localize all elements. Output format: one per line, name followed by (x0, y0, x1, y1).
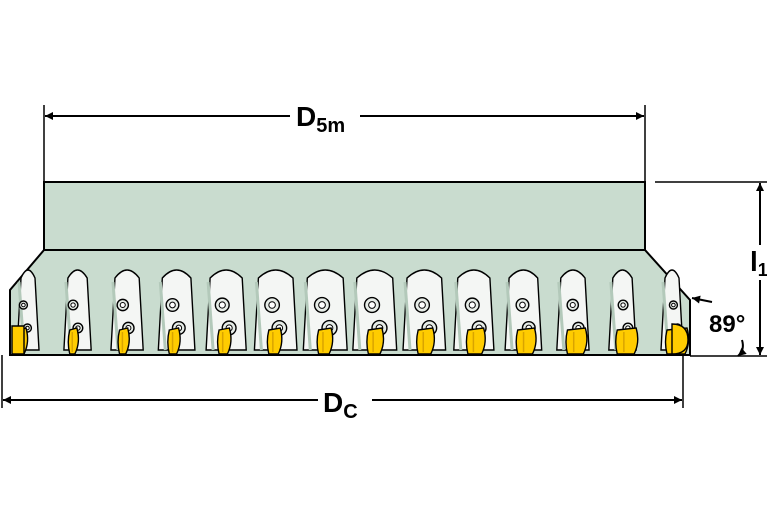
insert-pockets (11, 269, 690, 355)
dc-dimension: DC (1, 355, 684, 423)
screw-upper-head (418, 301, 426, 309)
screw-upper-head (368, 301, 376, 309)
cutting-insert (67, 327, 80, 355)
pocket-shade (557, 281, 566, 351)
angle-dimension: 89° (691, 295, 747, 357)
screw-upper-head (119, 301, 126, 309)
cutting-insert (216, 327, 232, 355)
pocket-shade (303, 281, 312, 351)
d5m-label: D5m (296, 101, 345, 137)
pocket-shade (206, 281, 215, 351)
cutting-insert (565, 327, 588, 355)
pocket-shade (454, 281, 463, 351)
d5m-dimension: D5m (43, 101, 646, 182)
screw-upper-head (671, 302, 676, 308)
dc-label: DC (323, 387, 358, 423)
pocket-shade (505, 281, 514, 351)
screw-upper-head (569, 301, 576, 309)
pocket-shade (403, 281, 412, 351)
cutting-insert (117, 327, 130, 355)
angle-label: 89° (709, 311, 745, 338)
cutting-insert (316, 327, 334, 355)
screw-upper-head (318, 301, 326, 309)
cutting-insert (167, 327, 181, 355)
screw-upper-head (519, 301, 526, 309)
angle-arrow-upper (691, 295, 713, 304)
cutting-insert (615, 327, 639, 355)
l1-dimension: l1 (655, 181, 767, 357)
screw-upper-head (218, 301, 226, 309)
cutting-insert (465, 327, 486, 355)
cutting-insert (266, 327, 283, 355)
screw-upper-head (21, 302, 26, 308)
angle-arc (737, 339, 747, 357)
pocket-shade (158, 281, 167, 351)
screw-upper-head (620, 302, 626, 308)
pocket-shade (111, 281, 120, 351)
screw-upper-head (268, 301, 276, 309)
pocket-shade (254, 281, 263, 351)
screw-upper-head (169, 301, 176, 309)
pocket-shade (353, 281, 362, 351)
cutting-insert (515, 327, 537, 355)
cutting-insert-edge-right (671, 323, 689, 355)
screw-upper-head (468, 301, 476, 309)
cutting-insert (415, 327, 436, 355)
cutting-insert-edge-left (11, 325, 25, 355)
screw-upper-head (70, 302, 76, 308)
pocket-shade (609, 281, 618, 351)
cutter-shank (43, 181, 646, 251)
cutting-insert (366, 327, 385, 355)
l1-label: l1 (750, 246, 767, 280)
